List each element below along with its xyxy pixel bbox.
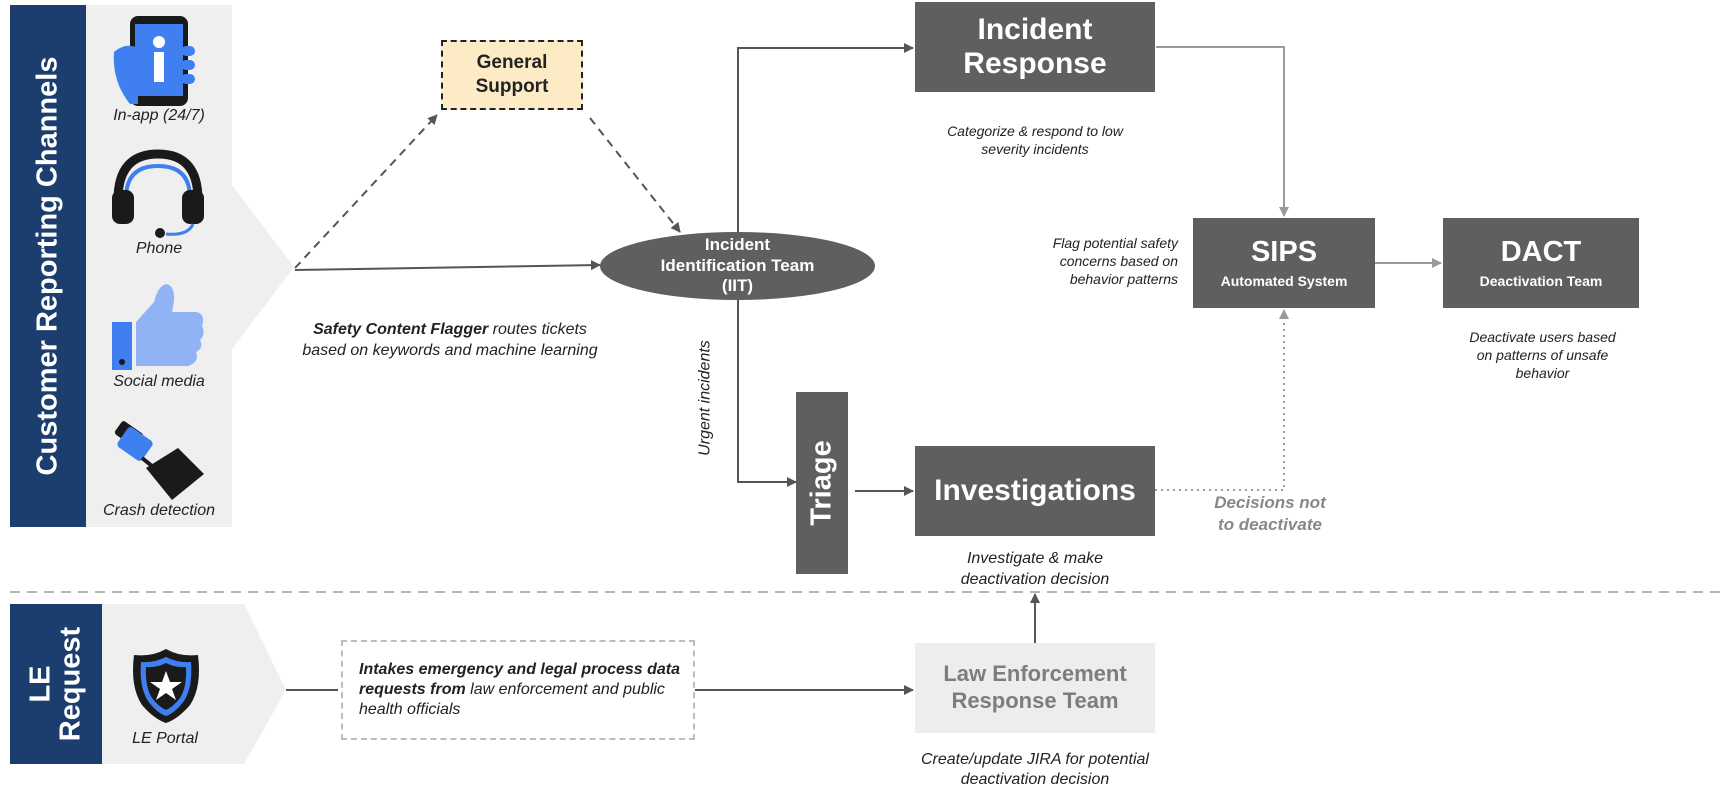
arrow-iit-to-incident-response — [737, 43, 914, 232]
general-support-node: General Support — [441, 40, 583, 110]
investigations-note: Investigate & make deactivation decision — [960, 550, 1110, 588]
investigations-node: Investigations — [915, 446, 1155, 536]
decisions-not-note: Decisions not to deactivate — [1214, 493, 1326, 535]
urgent-note: Urgent incidents — [696, 340, 714, 456]
arrow-iit-to-triage — [737, 300, 797, 487]
arrow-to-iit — [294, 260, 601, 271]
triage-label: Triage — [805, 440, 838, 526]
incident-response-note: Categorize & respond to low severity inc… — [947, 123, 1123, 158]
channels-panel — [86, 5, 294, 527]
customer-channels-band: Customer Reporting Channels — [10, 5, 86, 527]
police-badge-icon — [128, 647, 204, 725]
channel-label-crash: Crash detection — [102, 502, 216, 519]
arrow-investigations-to-sips — [1155, 309, 1289, 491]
channel-label-le-portal: LE Portal — [132, 730, 198, 747]
sips-node: SIPS Automated System — [1193, 218, 1375, 308]
sips-title: SIPS — [1250, 236, 1318, 269]
triage-node: Triage — [796, 392, 848, 574]
le-intake-box: Intakes emergency and legal process data… — [341, 640, 695, 740]
channel-label-social: Social media — [113, 373, 205, 390]
sips-subtitle: Automated System — [1220, 272, 1348, 289]
dact-subtitle: Deactivation Team — [1479, 272, 1603, 289]
flagger-note-bold: Safety Content Flagger — [313, 321, 489, 338]
le-team-note: Create/update JIRA for potential deactiv… — [921, 751, 1149, 788]
incident-response-node: Incident Response — [915, 2, 1155, 92]
crash-icon — [112, 418, 208, 502]
channel-label-in-app: In-app (24/7) — [113, 107, 205, 124]
flagger-note: Safety Content Flagger routes tickets ba… — [300, 320, 600, 362]
headset-icon — [108, 148, 208, 238]
le-intake-rest: law enforcement and public health offici… — [359, 681, 665, 718]
dact-note: Deactivate users based on patterns of un… — [1469, 329, 1616, 382]
le-response-team-node: Law Enforcement Response Team — [915, 643, 1155, 733]
dact-node: DACT Deactivation Team — [1443, 218, 1639, 308]
flagger-note-rest: routes tickets based on keywords and mac… — [302, 321, 598, 359]
arrow-support-to-iit — [589, 117, 681, 233]
arrow-to-general-support — [294, 114, 438, 269]
customer-channels-title: Customer Reporting Channels — [31, 56, 64, 476]
le-intake-bold: Intakes emergency and legal process data… — [359, 661, 681, 698]
arrow-incident-response-to-sips — [1156, 46, 1289, 217]
channel-label-phone: Phone — [135, 240, 183, 257]
dact-title: DACT — [1500, 236, 1582, 269]
phone-info-icon — [108, 12, 208, 108]
sips-flag-note: Flag potential safety concerns based on … — [1052, 235, 1178, 288]
iit-node: Incident Identification Team (IIT) — [600, 232, 875, 300]
thumbs-up-icon — [108, 282, 208, 372]
